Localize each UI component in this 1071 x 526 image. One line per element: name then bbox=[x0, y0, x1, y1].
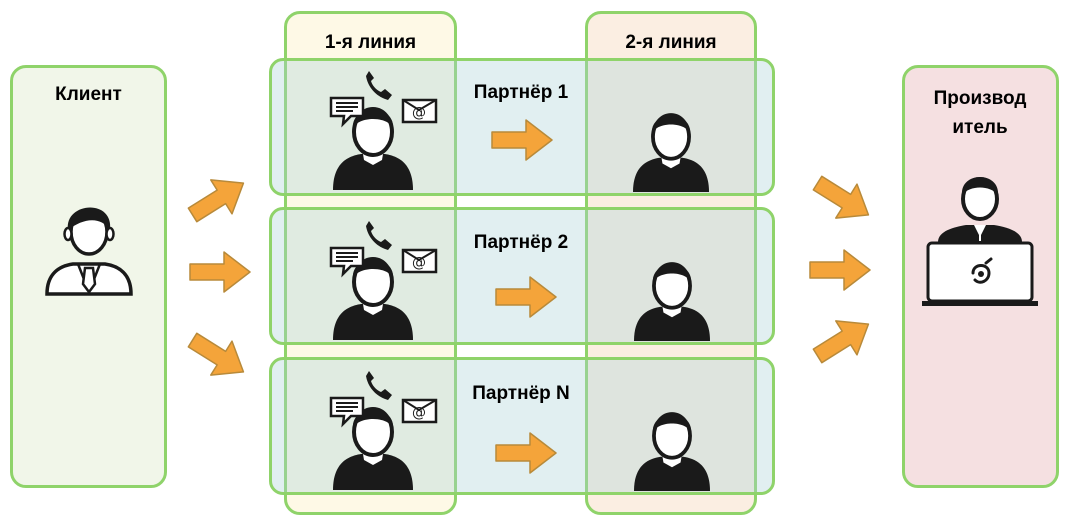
partner-n-title: Партнёр N bbox=[472, 383, 570, 404]
partner-2-title: Партнёр 2 bbox=[473, 232, 569, 253]
arrow-icon bbox=[491, 119, 553, 161]
arrow-icon bbox=[806, 165, 880, 233]
businessman-icon bbox=[45, 207, 133, 296]
arrow-icon bbox=[806, 306, 880, 374]
arrow-icon bbox=[495, 276, 557, 318]
arrow-icon bbox=[189, 251, 251, 293]
operator-icon bbox=[331, 221, 436, 340]
laptop-user-icon bbox=[922, 177, 1038, 306]
arrow-icon bbox=[495, 432, 557, 474]
operator-icon bbox=[331, 71, 436, 190]
partner-1-title: Партнёр 1 bbox=[473, 82, 569, 103]
operator-icon bbox=[331, 371, 436, 490]
second-line-title: 2-я линия bbox=[625, 32, 717, 53]
person-icon bbox=[632, 262, 712, 343]
arrow-icon bbox=[181, 322, 255, 390]
client-title: Клиент bbox=[55, 84, 122, 105]
arrow-icon bbox=[809, 249, 871, 291]
first-line-title: 1-я линия bbox=[324, 32, 417, 53]
person-icon bbox=[632, 412, 712, 493]
person-icon bbox=[631, 113, 711, 194]
arrow-icon bbox=[181, 165, 255, 233]
producer-title: Производ итель bbox=[933, 88, 1027, 138]
